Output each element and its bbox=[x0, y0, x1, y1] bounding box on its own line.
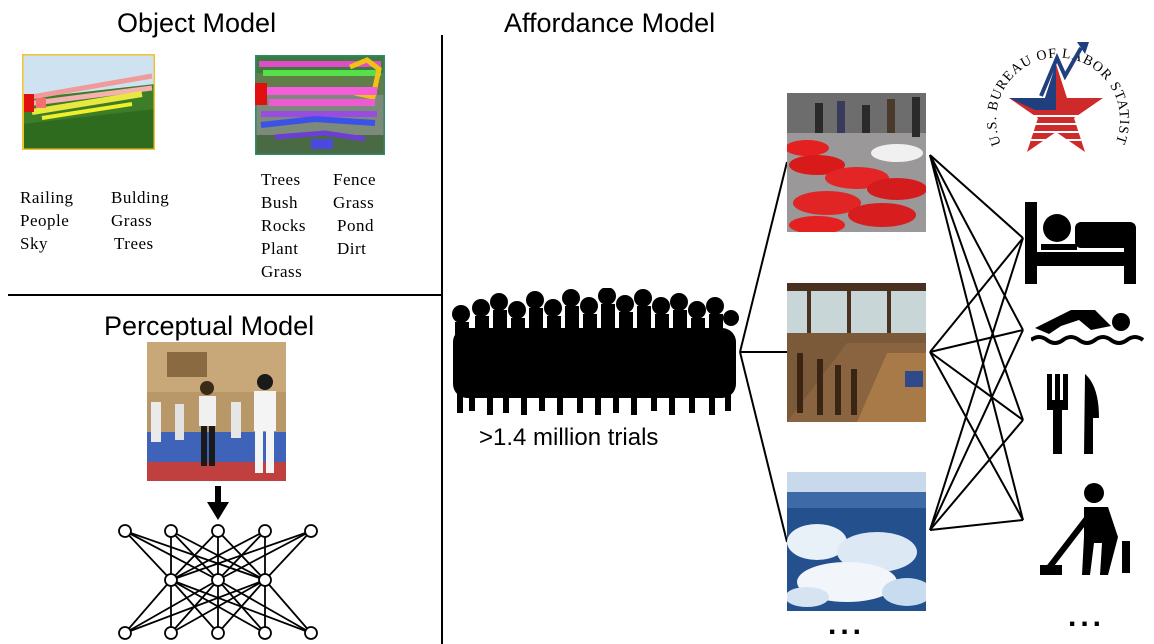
restaurant-bar-photo bbox=[787, 283, 926, 422]
crowd-caption: >1.4 million trials bbox=[479, 424, 659, 451]
perceptual-model-title: Perceptual Model bbox=[104, 311, 315, 341]
bed-icon bbox=[1025, 202, 1136, 284]
actions-ellipsis: ... bbox=[1068, 600, 1106, 633]
bls-logo: U.S. BUREAU OF LABOR STATISTICS bbox=[975, 14, 1130, 152]
segmented-garden-photo bbox=[255, 55, 385, 155]
label-grass: Grass bbox=[333, 193, 375, 212]
label-trees: Trees bbox=[114, 234, 154, 253]
down-arrow-icon bbox=[207, 486, 229, 520]
label-bush: Bush bbox=[261, 193, 298, 212]
label-dirt: Dirt bbox=[337, 239, 367, 258]
label-railing: Railing bbox=[20, 188, 74, 207]
label-plant: Plant bbox=[261, 239, 299, 258]
segmented-field-photo bbox=[22, 54, 155, 150]
label-pond: Pond bbox=[337, 216, 374, 235]
car-show-photo bbox=[787, 93, 926, 232]
label-bulding: Bulding bbox=[111, 188, 170, 207]
neural-network-diagram bbox=[118, 524, 318, 640]
horizontal-divider bbox=[8, 294, 442, 296]
vacuum-cleaning-icon bbox=[1040, 483, 1130, 575]
vertical-divider bbox=[441, 35, 443, 644]
martial-arts-photo bbox=[147, 342, 286, 481]
label-grass: Grass bbox=[111, 211, 153, 230]
label-rocks: Rocks bbox=[261, 216, 306, 235]
object-model-title: Object Model bbox=[117, 8, 277, 38]
fork-knife-icon bbox=[1047, 374, 1099, 454]
swimming-icon bbox=[1031, 310, 1145, 345]
label-grass: Grass bbox=[261, 262, 303, 281]
label-fence: Fence bbox=[333, 170, 377, 189]
crowd-silhouette bbox=[452, 288, 739, 415]
label-trees: Trees bbox=[261, 170, 301, 189]
ocean-waves-photo bbox=[787, 472, 926, 611]
label-people: People bbox=[20, 211, 70, 230]
label-sky: Sky bbox=[20, 234, 48, 253]
affordance-model-title: Affordance Model bbox=[504, 8, 716, 38]
images-ellipsis: ... bbox=[828, 608, 866, 641]
